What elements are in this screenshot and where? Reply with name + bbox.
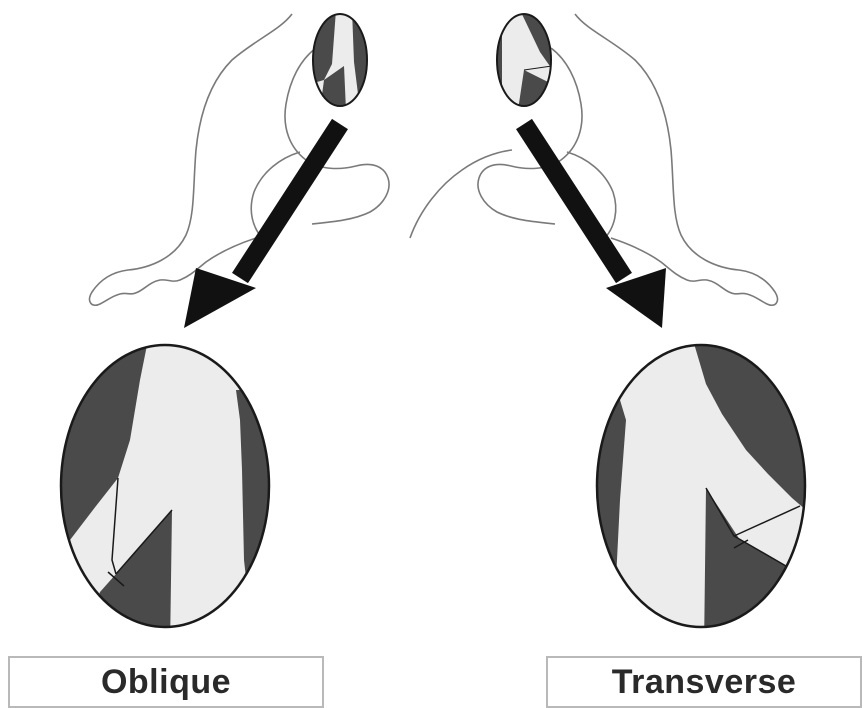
transverse-label-text: Transverse (612, 663, 797, 702)
transverse-label: Transverse (546, 656, 862, 708)
oblique-label-text: Oblique (101, 663, 231, 702)
right-limb-outline (410, 14, 777, 305)
arrow-right (524, 124, 666, 328)
right-limb-inner-line (410, 150, 512, 238)
small-inset-transverse (494, 10, 554, 110)
large-ellipse-oblique (50, 330, 290, 650)
large-ellipse-transverse (590, 330, 830, 650)
small-inset-oblique (310, 10, 370, 110)
oblique-dark-right-strip (236, 390, 290, 650)
arrow-left (184, 124, 340, 328)
oblique-label: Oblique (8, 656, 324, 708)
